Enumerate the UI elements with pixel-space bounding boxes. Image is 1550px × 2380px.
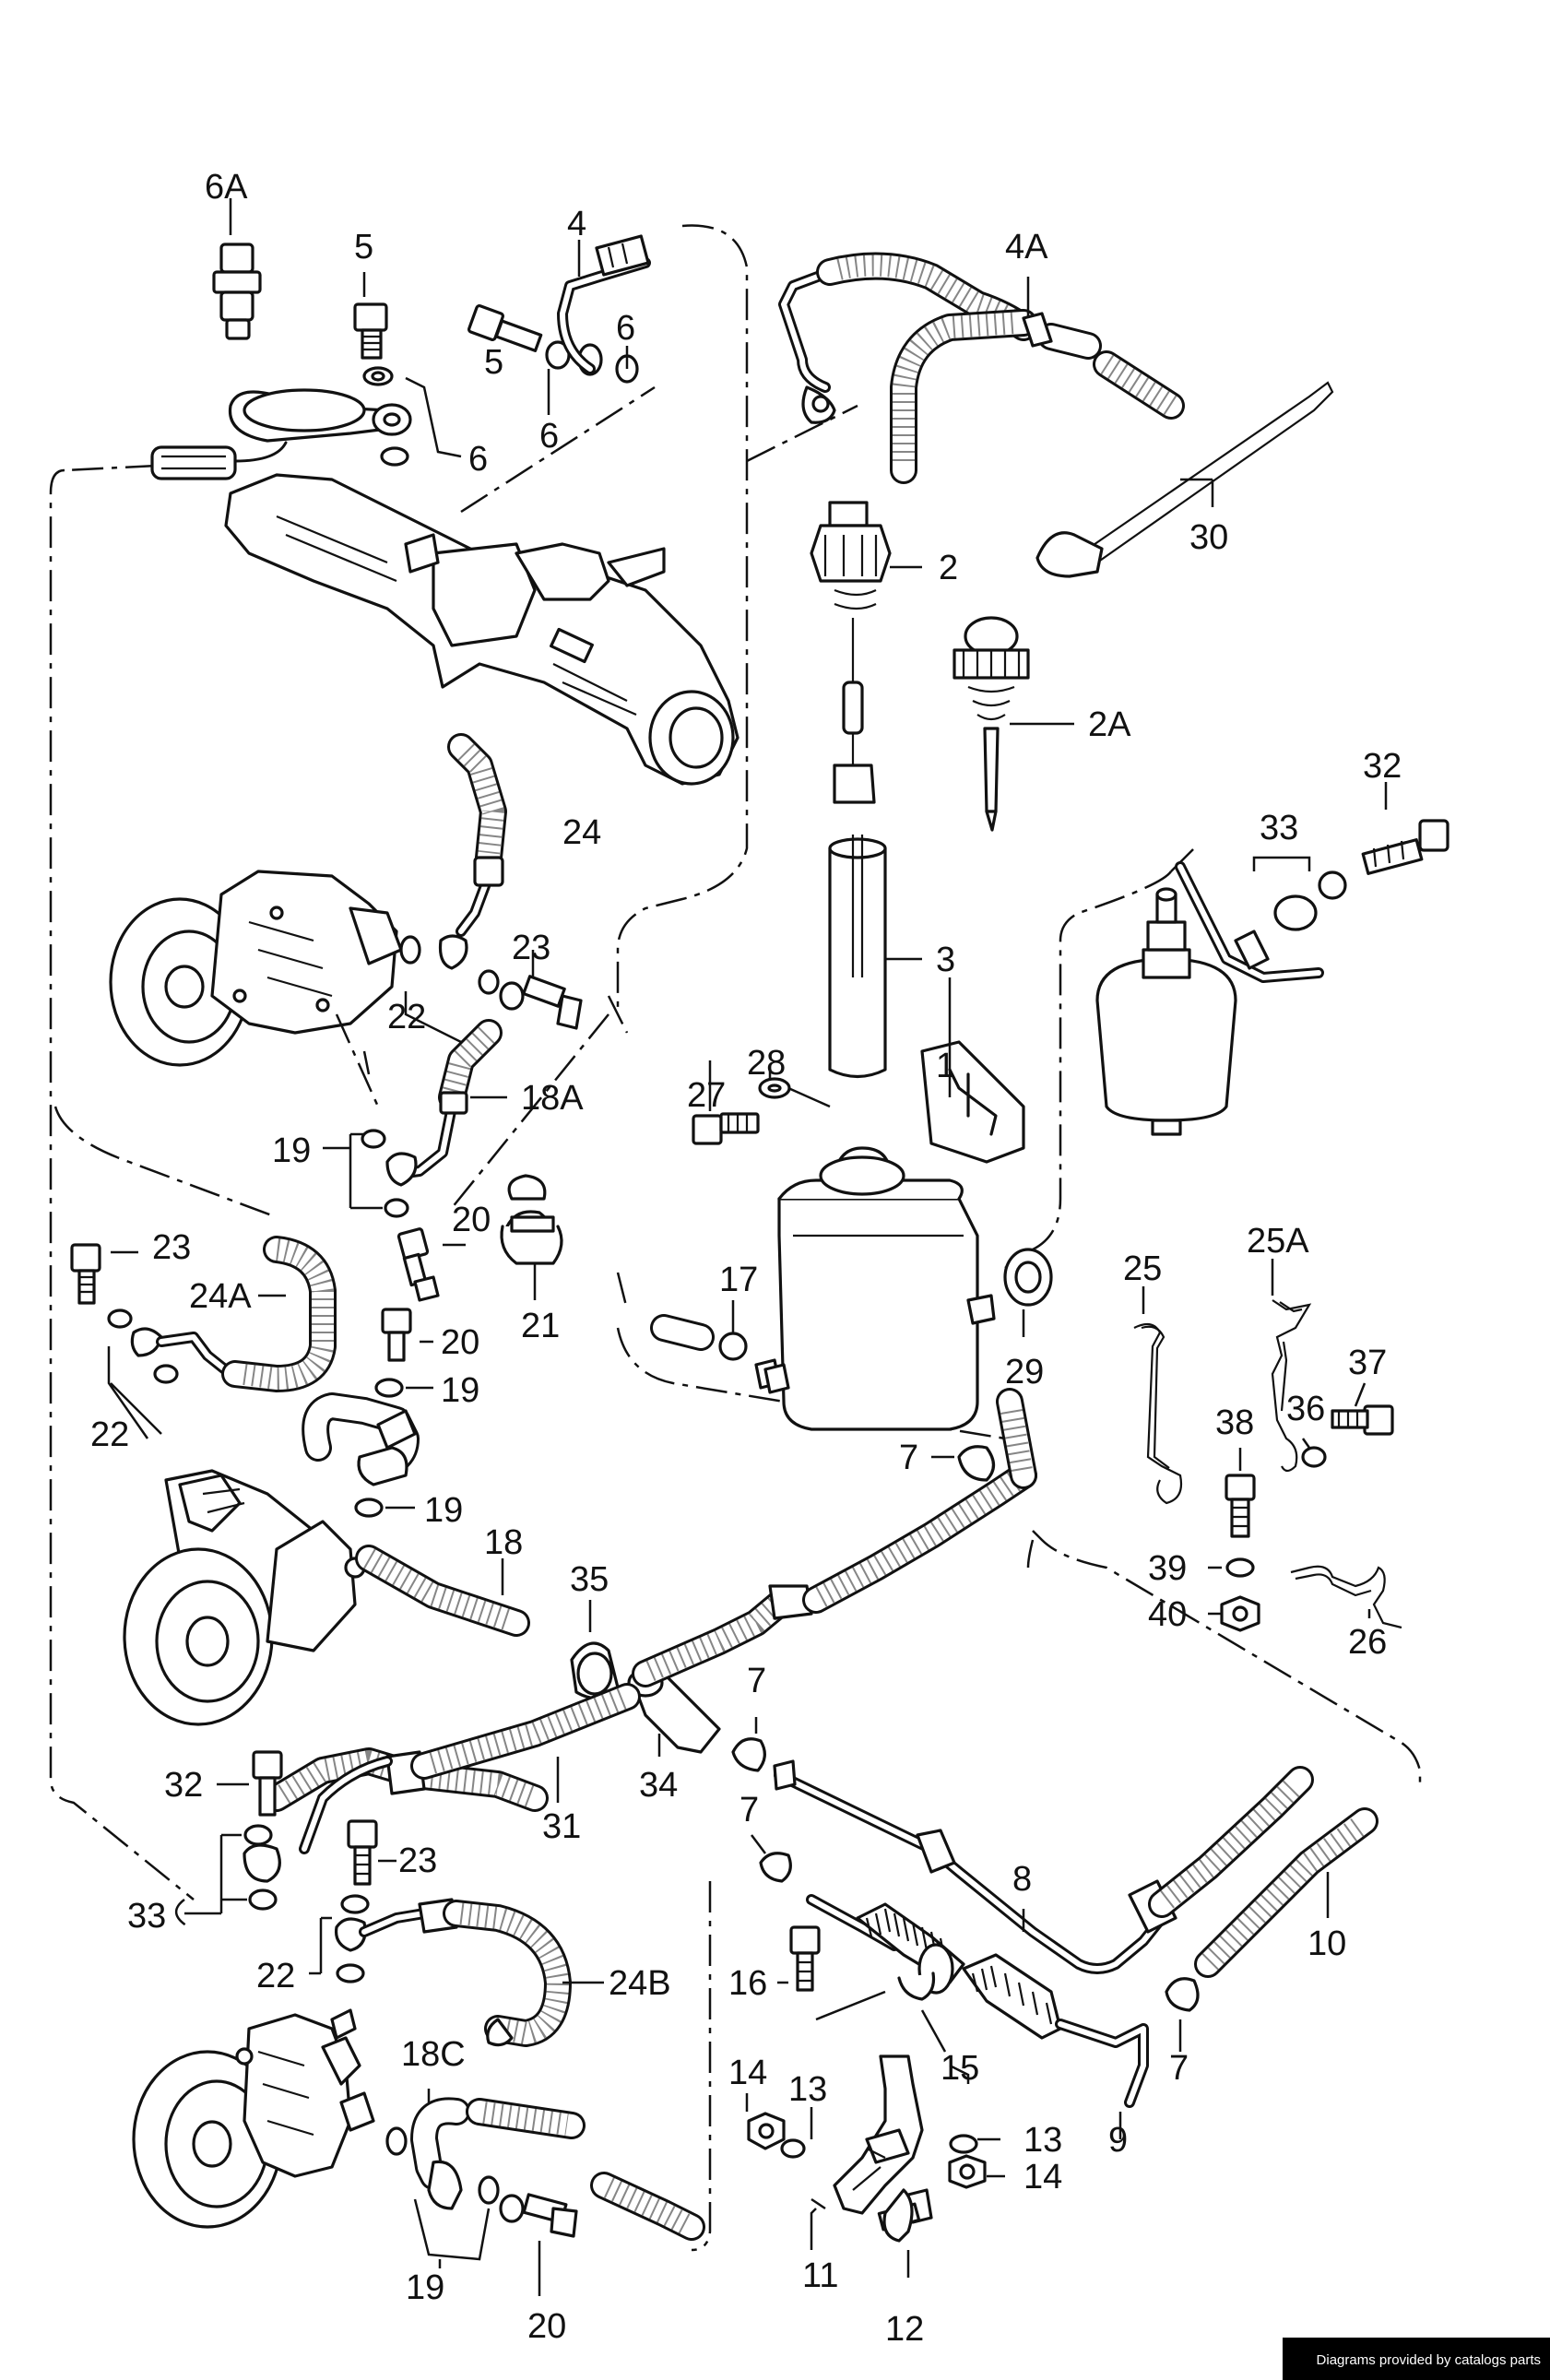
callout-17: 17 (719, 1261, 758, 1299)
part-31-return-hose (263, 1388, 1037, 1854)
callout-14-right: 14 (1023, 2158, 1062, 2196)
callout-6A: 6A (205, 168, 248, 207)
callout-16: 16 (728, 1964, 767, 2003)
callout-38: 38 (1215, 1403, 1254, 1442)
callout-24B: 24B (609, 1964, 671, 2003)
steering-rack (150, 388, 740, 786)
callout-37: 37 (1348, 1344, 1387, 1382)
callout-36: 36 (1286, 1390, 1325, 1428)
part-11-mounting-bracket (810, 2054, 970, 2278)
callout-22-bottom: 22 (256, 1957, 295, 1995)
callout-19-bottom: 19 (406, 2268, 444, 2307)
callout-32-top: 32 (1363, 747, 1402, 786)
callout-27: 27 (687, 1076, 726, 1115)
part-8-cooler-line (773, 1759, 1314, 1974)
callout-19-lower: 19 (424, 1491, 463, 1530)
part-2a-reservoir-cap (952, 616, 1074, 832)
callout-20-top: 20 (452, 1201, 491, 1239)
part-30-dipstick (1035, 381, 1334, 578)
callout-2A: 2A (1088, 705, 1131, 744)
callout-2: 2 (939, 549, 958, 587)
parts-25-25a-26-clips (1133, 1259, 1402, 1629)
callout-11: 11 (802, 2256, 838, 2295)
power-steering-pump-lower (132, 1750, 705, 2296)
callout-labels: 6A 5 4 4A 6 5 6 6 2 30 2A 24 32 33 3 23 … (90, 168, 1402, 2349)
callout-23-top: 23 (512, 929, 550, 967)
callout-22-top: 22 (387, 998, 426, 1036)
callout-19-top: 19 (272, 1131, 311, 1170)
callout-7-left: 7 (740, 1791, 759, 1829)
callout-13-right: 13 (1023, 2121, 1062, 2160)
callout-20-bottom: 20 (527, 2307, 566, 2346)
part-4-pressure-pipe (557, 234, 651, 374)
assembly-outlines (49, 224, 1422, 2252)
callout-10: 10 (1307, 1924, 1346, 1963)
callout-18C: 18C (401, 2035, 466, 2074)
callout-6-right: 6 (616, 309, 635, 348)
callout-4A: 4A (1005, 228, 1048, 266)
part-2-reservoir-cap (810, 501, 922, 804)
footer-credit-text: Diagrams provided by catalogs parts (1316, 2352, 1541, 2368)
callout-32-bottom: 32 (164, 1766, 203, 1805)
callout-14-left: 14 (728, 2054, 767, 2092)
callout-1: 1 (936, 1047, 955, 1085)
callout-8: 8 (1012, 1860, 1032, 1899)
callout-26: 26 (1348, 1623, 1387, 1662)
callout-24-top: 24 (562, 813, 601, 852)
callout-30: 30 (1189, 518, 1228, 557)
callout-13-left: 13 (788, 2070, 827, 2109)
callout-40: 40 (1148, 1595, 1187, 1634)
part-9-cooler-coil (777, 1894, 1149, 2139)
part-21-hose-clamp (500, 1215, 563, 1265)
callout-7-mid: 7 (747, 1662, 766, 1700)
callout-21: 21 (521, 1307, 560, 1345)
pump-pressure-hose-24a (70, 1236, 337, 1439)
callout-35: 35 (570, 1560, 609, 1599)
callout-24A: 24A (189, 1277, 252, 1316)
callout-18A: 18A (521, 1079, 584, 1118)
callout-9: 9 (1108, 2121, 1128, 2160)
callout-5-top: 5 (354, 228, 373, 266)
footer-credit-badge: Diagrams provided by catalogs parts (1283, 2338, 1550, 2380)
part-3-filter-tube (828, 835, 922, 1079)
part-4a-return-hose (778, 252, 1185, 484)
callout-7-top: 7 (899, 1439, 918, 1477)
callout-7-right: 7 (1169, 2049, 1189, 2088)
callout-3: 3 (936, 941, 955, 979)
callout-39: 39 (1148, 1549, 1187, 1588)
callout-4: 4 (567, 205, 586, 243)
callout-31: 31 (542, 1807, 581, 1846)
part-10-return-hose (1194, 1807, 1378, 1978)
callout-20-mid: 20 (441, 1323, 479, 1362)
parts-36-40-fasteners (1208, 1382, 1394, 1632)
part-33-accumulator (1095, 782, 1449, 1136)
callout-25: 25 (1123, 1249, 1162, 1288)
callout-23-bottom: 23 (398, 1841, 437, 1880)
part-6a-union (212, 198, 262, 340)
callout-34: 34 (639, 1766, 678, 1805)
callout-33-bottom: 33 (127, 1897, 166, 1936)
callout-22-left: 22 (90, 1415, 129, 1454)
part-1-fluid-reservoir (754, 977, 1025, 1431)
power-steering-pump-middle (123, 1308, 530, 1726)
part-29-grommet (966, 1248, 1053, 1337)
callout-6-mid: 6 (539, 417, 559, 456)
callout-33-top: 33 (1260, 809, 1298, 847)
callout-5-mid: 5 (484, 343, 503, 382)
callout-15: 15 (941, 2049, 979, 2088)
parts-13-14-nuts-washers (745, 2093, 1005, 2189)
callout-12: 12 (885, 2310, 924, 2349)
callout-23-left: 23 (152, 1228, 191, 1267)
callout-18: 18 (484, 1523, 523, 1562)
power-steering-pump-upper (109, 733, 583, 1302)
callout-29: 29 (1005, 1353, 1044, 1391)
part-7-clamps (731, 1445, 1200, 2052)
part-17-hose-clamp (650, 1300, 790, 1394)
callout-25A: 25A (1247, 1222, 1309, 1261)
parts-27-28-bolt-washer (692, 1060, 831, 1145)
callout-28: 28 (747, 1044, 786, 1083)
callout-6-left: 6 (468, 440, 488, 479)
callout-19-mid: 19 (441, 1371, 479, 1410)
